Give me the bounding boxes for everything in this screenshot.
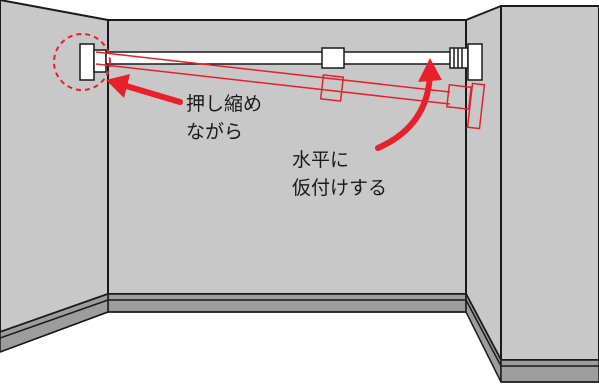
rod-body (105, 51, 457, 65)
tension-rod (79, 43, 483, 81)
baseboard-back (107, 293, 467, 313)
arrow-left-icon (106, 74, 183, 105)
tilted-right-adjuster (445, 83, 473, 111)
curved-arrow-up-icon (375, 58, 442, 151)
baseboard-right-line (465, 299, 502, 367)
tilted-rod-bottom-edge (95, 63, 451, 105)
baseboard-left-line (0, 299, 109, 339)
room (0, 0, 599, 361)
baseboards (0, 292, 599, 383)
rod-left-mount (79, 43, 95, 81)
far-right-wall (500, 5, 599, 361)
baseboard-far-right (500, 359, 599, 383)
tilted-right-mount (466, 82, 486, 130)
rod-right-adjuster (449, 47, 469, 69)
floor-edge-left (0, 311, 109, 353)
compress-label-line2: ながら (186, 121, 243, 143)
rod-center-joint (321, 47, 345, 69)
tilted-center-joint (319, 74, 345, 102)
dashed-circle-icon (53, 33, 111, 91)
tilted-rod-top-edge (95, 51, 451, 93)
level-label-line1: 水平に (292, 149, 349, 171)
level-label-line2: 仮付けする (292, 177, 387, 199)
compress-label-line1: 押し縮め (186, 93, 262, 115)
tilted-rod-outline (95, 51, 486, 130)
rod-right-mount (467, 43, 483, 81)
